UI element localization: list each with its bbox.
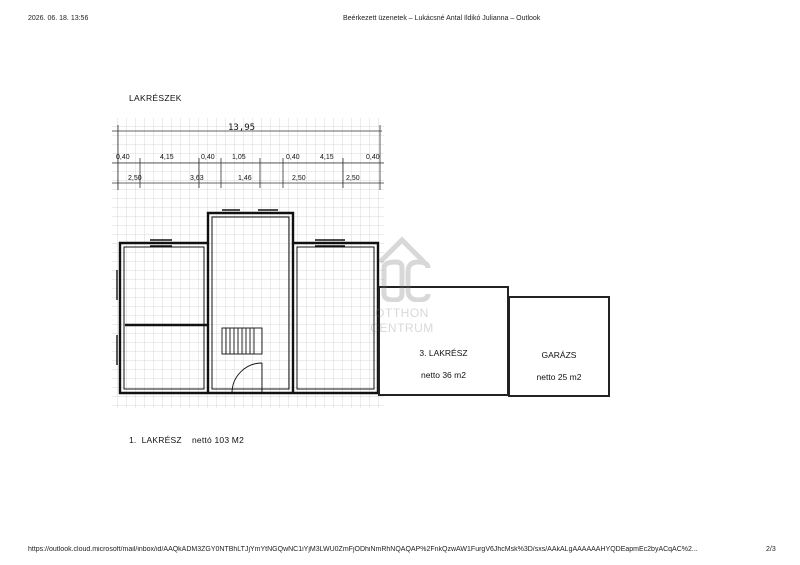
inner-walls (123, 216, 375, 390)
room-3-lakresz-name: 3. LAKRÉSZ (419, 348, 468, 358)
print-url: https://outlook.cloud.microsoft/mail/inb… (28, 546, 698, 553)
room-garazs-name: GARÁZS (541, 350, 577, 360)
print-window-title: Beérkezett üzenetek – Lukácsné Antal Ild… (343, 15, 541, 22)
watermark-line1: OTTHON (375, 306, 429, 320)
dimension-lines (112, 125, 384, 190)
room-3-lakresz-area: netto 36 m2 (421, 370, 466, 380)
graph-paper (112, 118, 384, 408)
room-garazs-area: netto 25 m2 (536, 372, 582, 382)
dim-row2-1: 3,63 (190, 175, 204, 182)
dim-row2-3: 2,50 (292, 175, 306, 182)
dim-row1-3: 1,05 (232, 154, 246, 161)
dim-row1-6: 0,40 (366, 154, 380, 161)
otthon-centrum-watermark: OTTHON CENTRUM (366, 232, 438, 336)
stairs (221, 327, 263, 355)
plan-title: LAKRÉSZEK (129, 93, 182, 103)
print-datetime: 2026. 06. 18. 13:56 (28, 15, 89, 22)
dim-total: 13,95 (228, 123, 256, 133)
dim-row1-5: 4,15 (320, 154, 334, 161)
dim-row1-4: 0,40 (286, 154, 300, 161)
walls (118, 211, 380, 395)
windows (116, 209, 345, 365)
watermark-line2: CENTRUM (370, 321, 434, 335)
dim-row1-1: 4,15 (160, 154, 174, 161)
dim-row2-0: 2,50 (128, 175, 142, 182)
room-garazs: GARÁZS netto 25 m2 (508, 296, 610, 397)
plan-caption: 1. LAKRÉSZ nettó 103 M2 (129, 435, 245, 445)
dim-row1-2: 0,40 (201, 154, 215, 161)
entrance-door (231, 362, 263, 394)
house-logo-icon (378, 236, 431, 302)
dim-row1-0: 0,40 (116, 154, 130, 161)
print-page-number: 2/3 (766, 546, 776, 553)
dim-row2-4: 2,50 (346, 175, 360, 182)
dim-row2-2: 1,46 (238, 175, 252, 182)
